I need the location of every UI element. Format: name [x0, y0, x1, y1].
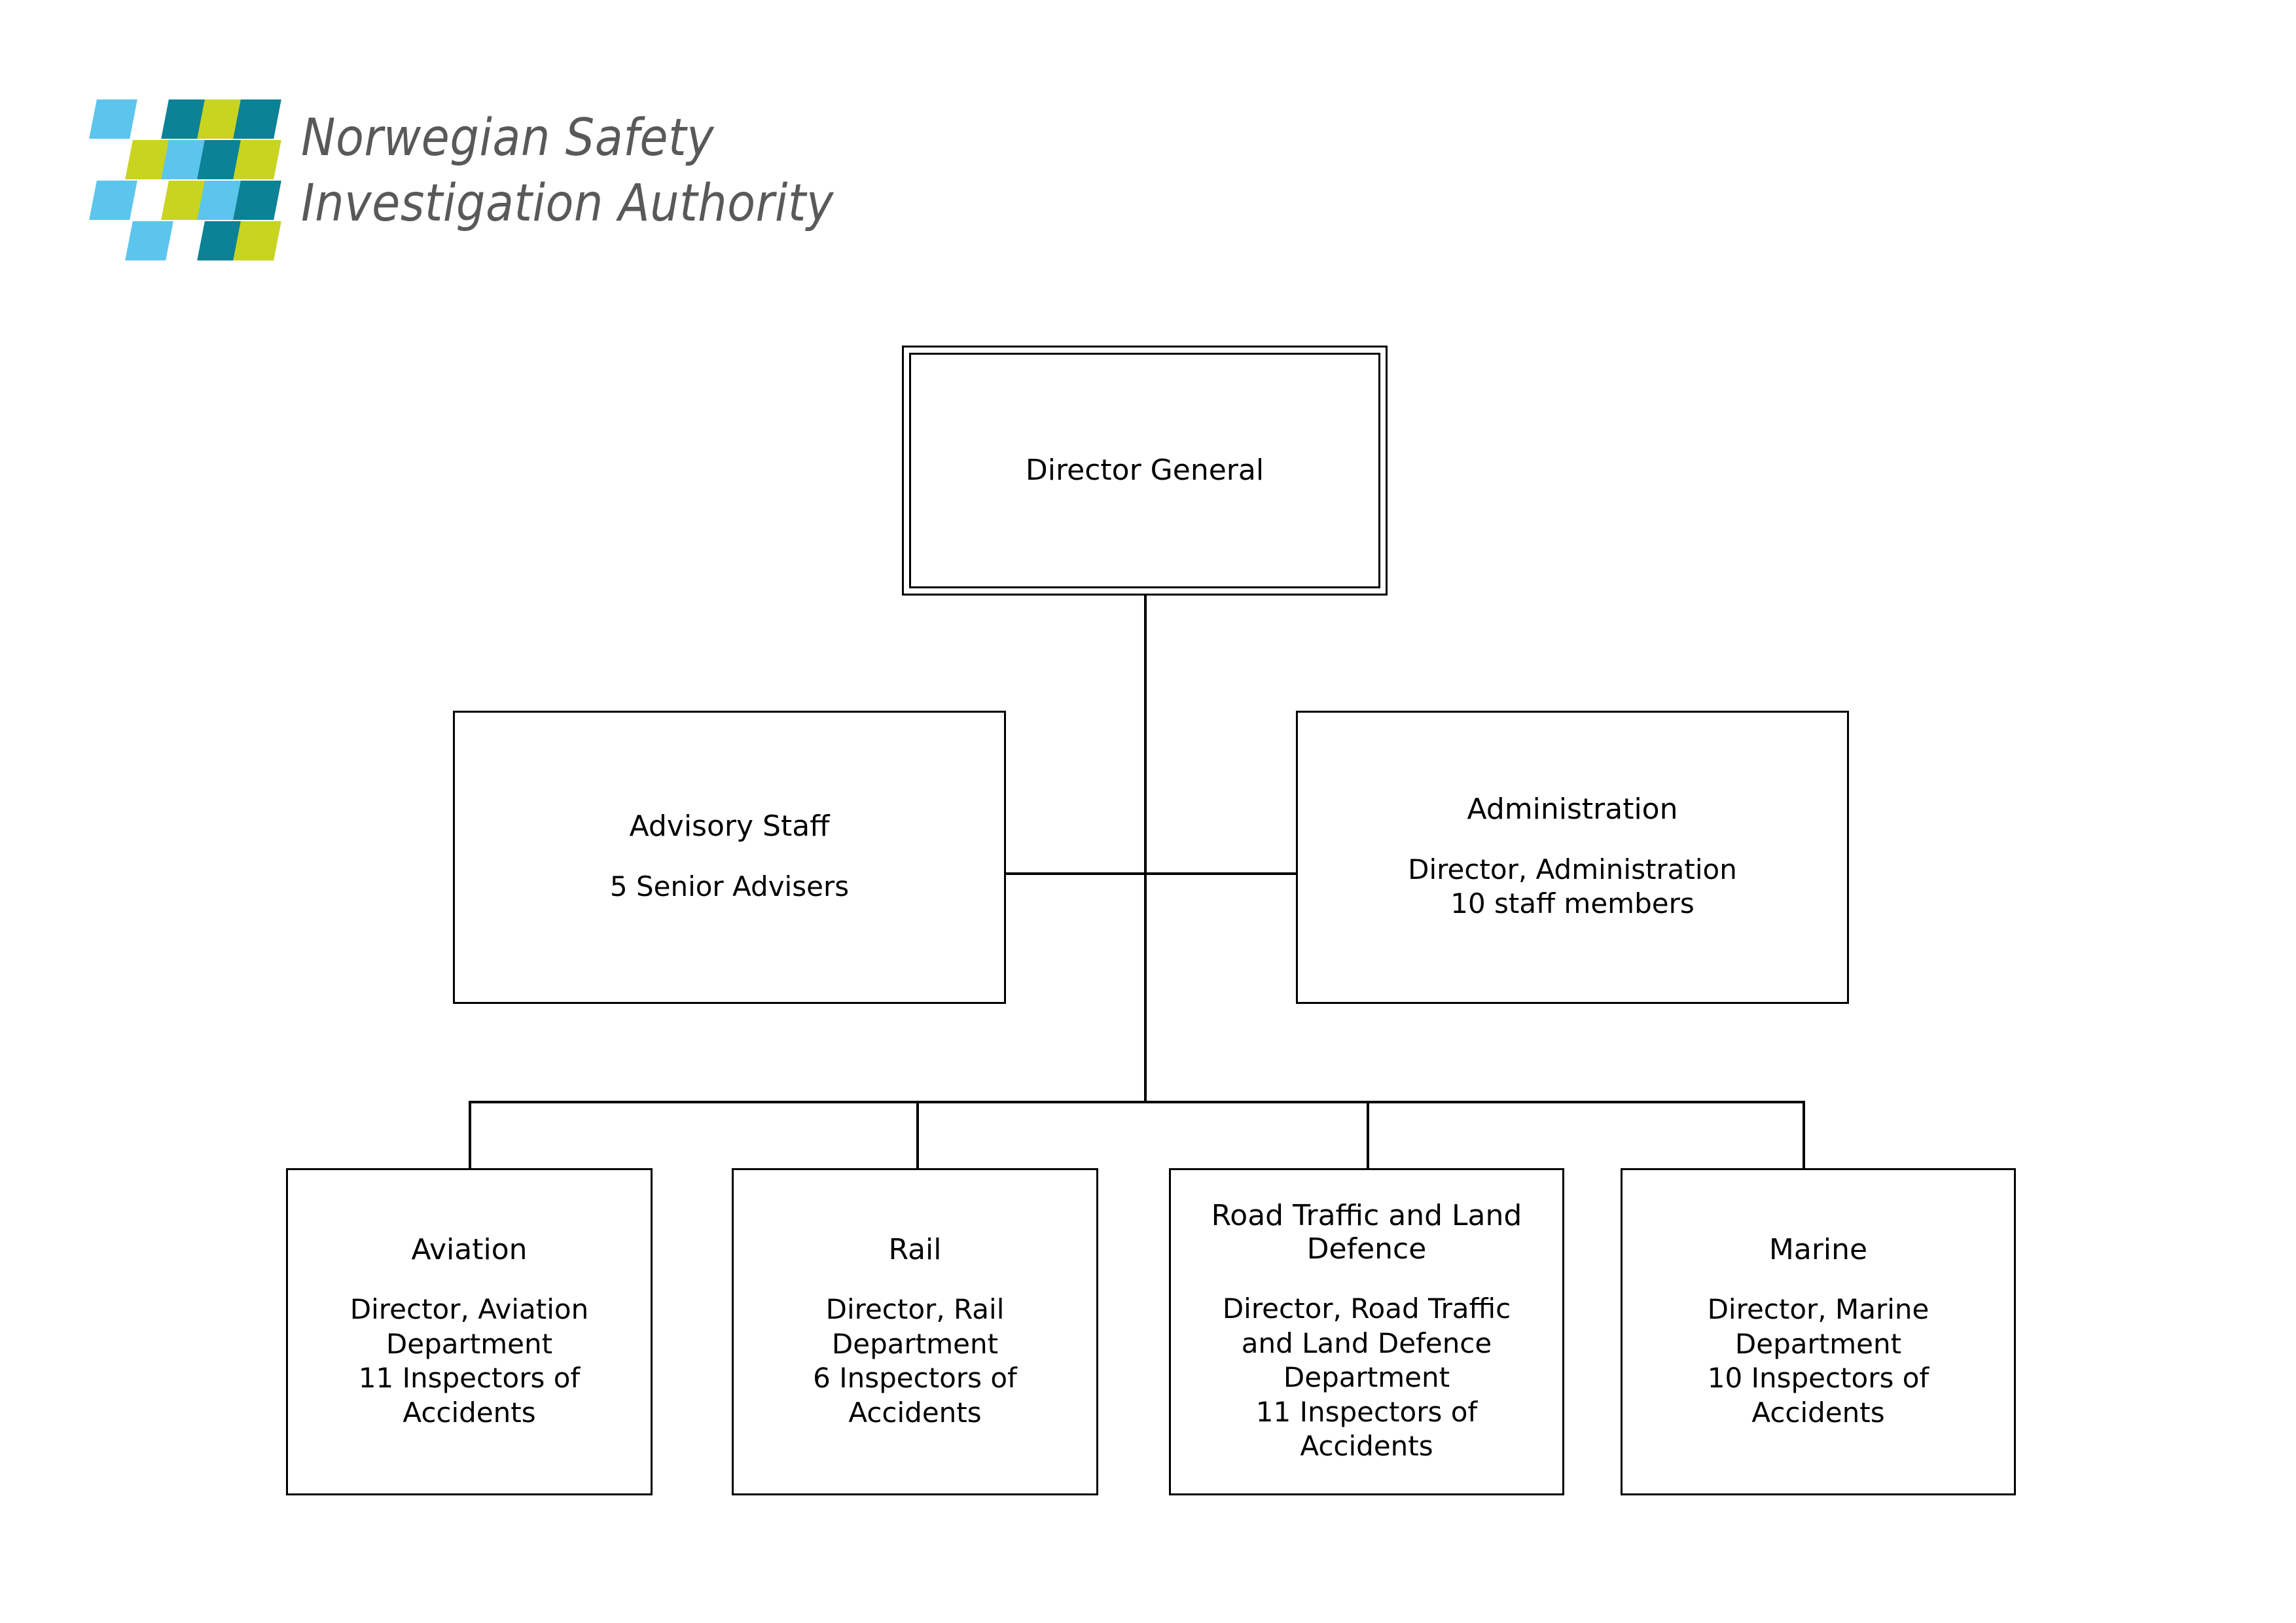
- org-node-title: Road Traffic and Land Defence: [1211, 1199, 1522, 1266]
- connector-drop-rail: [916, 1101, 919, 1169]
- org-node-title: Rail: [888, 1232, 942, 1266]
- org-node-detail: Director, Rail Department 6 Inspectors o…: [813, 1293, 1017, 1429]
- org-node-title: Aviation: [411, 1232, 528, 1266]
- logo-tile-teal: [233, 99, 281, 139]
- org-node-aviation[interactable]: Aviation Director, Aviation Department 1…: [286, 1168, 653, 1495]
- org-node-rail[interactable]: Rail Director, Rail Department 6 Inspect…: [732, 1168, 1098, 1495]
- connector-root-spine: [1144, 594, 1147, 1103]
- org-node-title: Marine: [1768, 1232, 1868, 1266]
- org-node-detail: Director, Marine Department 10 Inspector…: [1707, 1293, 1929, 1429]
- organization-logo: Norwegian Safety Investigation Authority: [89, 98, 877, 268]
- org-node-administration[interactable]: Administration Director, Administration …: [1296, 711, 1849, 1004]
- org-node-title: Administration: [1467, 793, 1678, 827]
- logo-tile-light-blue: [89, 181, 137, 220]
- org-node-detail: 5 Senior Advisers: [609, 870, 850, 903]
- connector-drop-road-traffic-and-land-defence: [1367, 1101, 1369, 1169]
- org-node-director-general[interactable]: Director General: [902, 346, 1388, 596]
- org-node-title: Advisory Staff: [629, 810, 830, 844]
- connector-staff-crossbar: [1005, 872, 1297, 875]
- connector-drop-marine: [1803, 1101, 1805, 1169]
- logo-tile-light-blue: [89, 99, 137, 139]
- connector-department-bus: [469, 1101, 1805, 1103]
- logo-tile-light-blue: [125, 221, 173, 260]
- logo-tile-green: [233, 140, 281, 179]
- org-node-detail: Director, Road Traffic and Land Defence …: [1222, 1293, 1511, 1463]
- org-node-advisory-staff[interactable]: Advisory Staff 5 Senior Advisers: [453, 711, 1006, 1004]
- org-node-detail: Director, Administration 10 staff member…: [1408, 853, 1737, 920]
- org-node-detail: Director, Aviation Department 11 Inspect…: [350, 1293, 589, 1429]
- org-node-road-traffic-and-land-defence[interactable]: Road Traffic and Land Defence Director, …: [1169, 1168, 1564, 1495]
- org-node-marine[interactable]: Marine Director, Marine Department 10 In…: [1621, 1168, 2016, 1495]
- logo-wordmark: Norwegian Safety Investigation Authority: [301, 109, 834, 233]
- logo-tile-green: [233, 221, 281, 260]
- logo-tile-teal: [233, 181, 281, 220]
- logo-tile-mark: [89, 98, 288, 262]
- org-node-title: Director General: [1025, 453, 1265, 487]
- connector-drop-aviation: [469, 1101, 471, 1169]
